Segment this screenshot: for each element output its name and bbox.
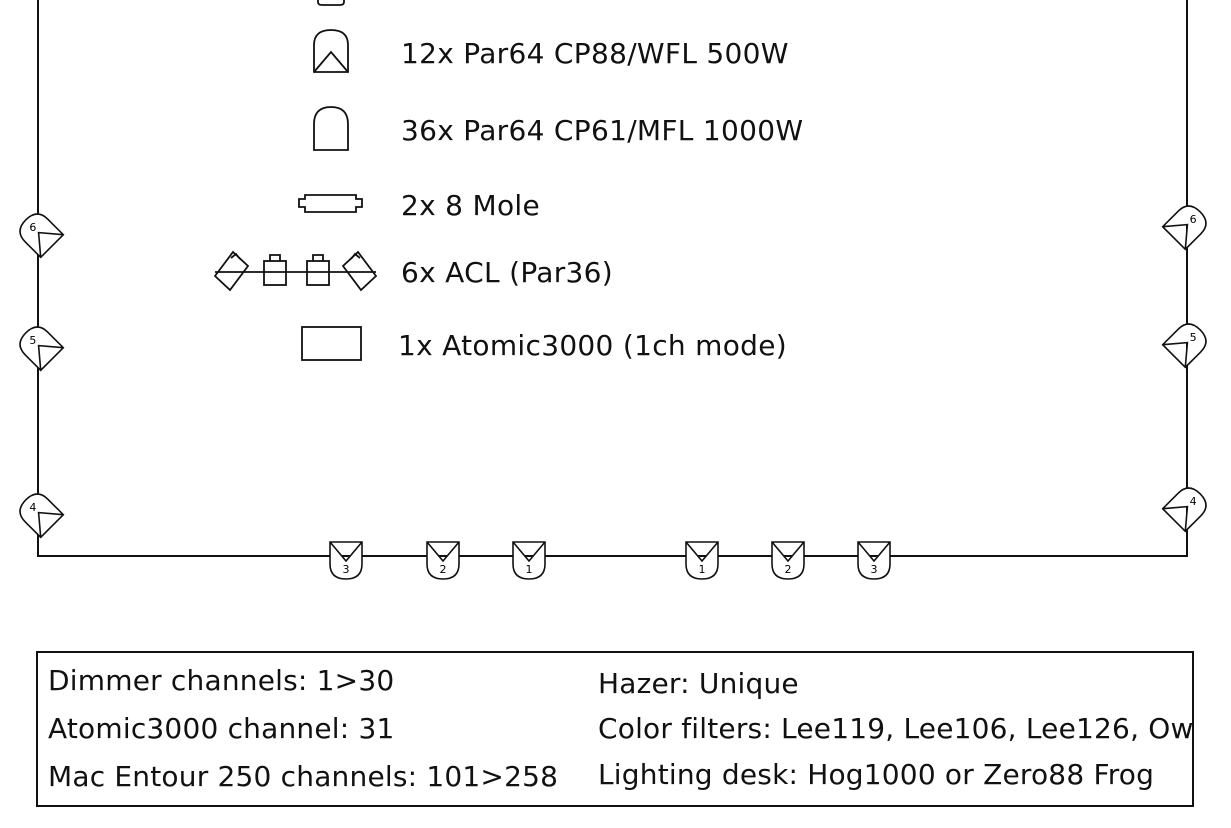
stage-outline bbox=[37, 0, 1188, 557]
fixture-bottom-left-2: 2 bbox=[426, 541, 460, 580]
fixture-number: 1 bbox=[526, 563, 533, 576]
par64-cp88-icon bbox=[313, 29, 349, 73]
legend-label-acl: 6x ACL (Par36) bbox=[401, 256, 613, 289]
info-dimmer-channels: Dimmer channels: 1>30 bbox=[48, 664, 395, 697]
fixture-right-6: 6 bbox=[1161, 205, 1207, 251]
info-lighting-desk: Lighting desk: Hog1000 or Zero88 Frog bbox=[598, 758, 1155, 791]
fixture-bottom-left-1: 1 bbox=[512, 541, 546, 580]
fixture-number: 4 bbox=[29, 501, 36, 514]
fixture-number: 5 bbox=[29, 334, 36, 347]
fixture-number: 1 bbox=[699, 563, 706, 576]
info-color-filters: Color filters: Lee119, Lee106, Lee126, O… bbox=[598, 712, 1194, 745]
fixture-left-4: 4 bbox=[19, 493, 65, 539]
fixture-number: 6 bbox=[29, 221, 36, 234]
fixture-bottom-right-3: 3 bbox=[857, 541, 891, 580]
partial-fixture-icon bbox=[317, 0, 345, 6]
info-box bbox=[36, 651, 1194, 807]
eight-mole-icon bbox=[298, 194, 363, 213]
info-hazer: Hazer: Unique bbox=[598, 667, 799, 700]
legend-label-8mole: 2x 8 Mole bbox=[401, 189, 540, 222]
fixture-number: 2 bbox=[440, 563, 447, 576]
atomic3000-icon bbox=[301, 326, 362, 361]
acl-bar-icon bbox=[213, 250, 378, 292]
fixture-number: 5 bbox=[1190, 331, 1197, 344]
fixture-number: 4 bbox=[1190, 495, 1197, 508]
fixture-right-5: 5 bbox=[1161, 323, 1207, 369]
fixture-right-4: 4 bbox=[1161, 487, 1207, 533]
fixture-number: 6 bbox=[1190, 213, 1197, 226]
fixture-bottom-right-2: 2 bbox=[771, 541, 805, 580]
legend-label-atomic: 1x Atomic3000 (1ch mode) bbox=[398, 329, 787, 362]
fixture-number: 2 bbox=[785, 563, 792, 576]
par64-cp61-icon bbox=[313, 106, 349, 151]
fixture-number: 3 bbox=[871, 563, 878, 576]
fixture-bottom-right-1: 1 bbox=[685, 541, 719, 580]
fixture-bottom-left-3: 3 bbox=[329, 541, 363, 580]
legend-label-cp88: 12x Par64 CP88/WFL 500W bbox=[401, 37, 789, 70]
legend-label-cp61: 36x Par64 CP61/MFL 1000W bbox=[401, 114, 804, 147]
info-atomic-channel: Atomic3000 channel: 31 bbox=[48, 712, 395, 745]
fixture-left-6: 6 bbox=[19, 213, 65, 259]
info-mac-channels: Mac Entour 250 channels: 101>258 bbox=[48, 760, 559, 793]
fixture-left-5: 5 bbox=[19, 326, 65, 372]
fixture-number: 3 bbox=[343, 563, 350, 576]
